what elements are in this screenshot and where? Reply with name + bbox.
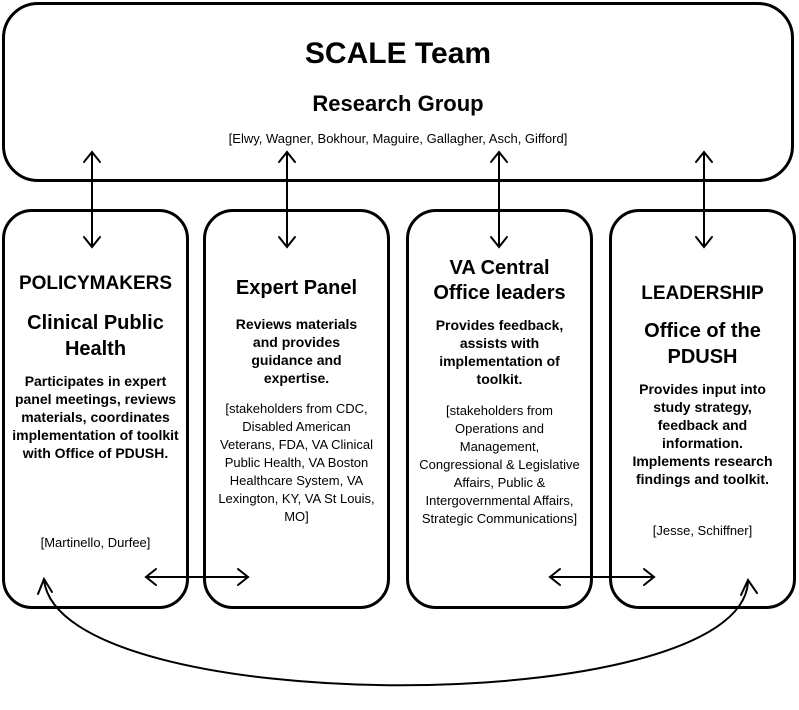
va-central-office-box: VA Central Office leaders Provides feedb… [406, 209, 593, 609]
va-central-office-stakeholders: [stakeholders from Operations and Manage… [419, 403, 580, 526]
expert-panel-description: Reviews materials and provides guidance … [235, 316, 358, 386]
expert-panel-box: Expert Panel Reviews materials and provi… [203, 209, 390, 609]
scale-team-title: SCALE Team [304, 37, 492, 70]
scale-team-box: SCALE Team Research Group [Elwy, Wagner,… [2, 2, 794, 182]
leadership-names: [Jesse, Schiffner] [652, 523, 753, 538]
leadership-heading: LEADERSHIP [641, 283, 764, 304]
leadership-description: Provides input into study strategy, feed… [632, 381, 773, 487]
expert-panel-stakeholders: [stakeholders from CDC, Disabled America… [218, 401, 375, 524]
research-group-members: [Elwy, Wagner, Bokhour, Maguire, Gallagh… [228, 131, 568, 146]
office-of-pdush-heading: Office of the PDUSH [644, 320, 761, 368]
va-central-office-description: Provides feedback, assists with implemen… [435, 317, 564, 387]
va-central-office-heading: VA Central Office leaders [433, 257, 566, 304]
leadership-box: LEADERSHIP Office of the PDUSH Provides … [609, 209, 796, 609]
policymakers-heading: POLICYMAKERS [18, 273, 173, 294]
policymakers-names: [Martinello, Durfee] [40, 535, 151, 550]
clinical-public-health-heading: Clinical Public Health [27, 312, 164, 360]
policymakers-description: Participates in expert panel meetings, r… [12, 373, 179, 461]
policymakers-box: POLICYMAKERS Clinical Public Health Part… [2, 209, 189, 609]
research-group-subtitle: Research Group [312, 91, 484, 116]
expert-panel-heading: Expert Panel [235, 277, 358, 299]
